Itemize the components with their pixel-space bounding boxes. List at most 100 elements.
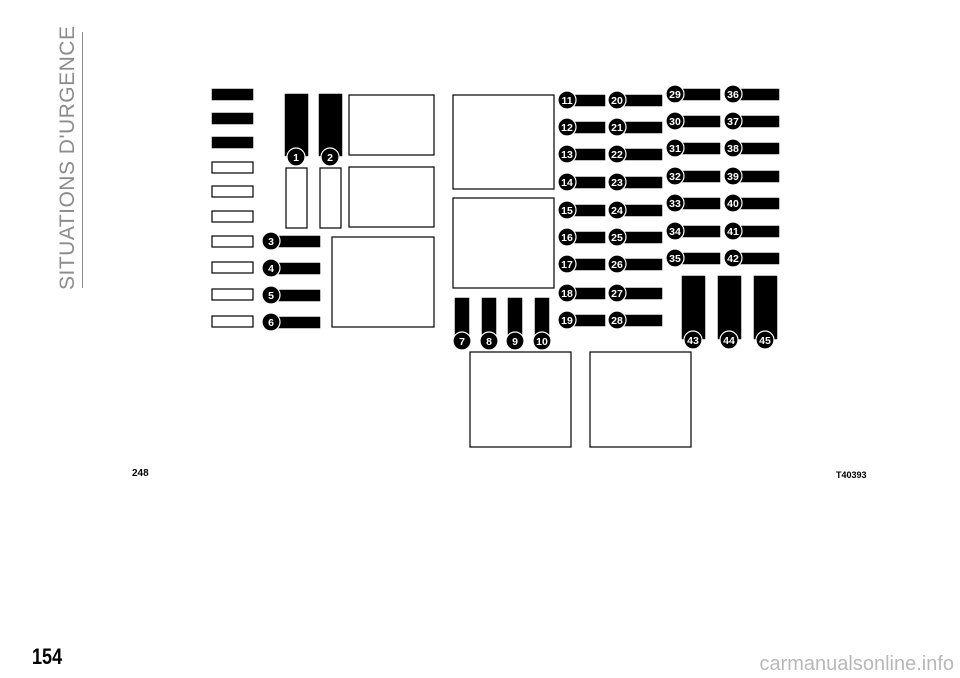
watermark: carmanualsonline.info [759, 653, 954, 675]
fuse-number: 12 [561, 122, 573, 134]
fuse-number-badge: 9 [505, 331, 525, 351]
fuse-number-badge: 3 [261, 231, 281, 251]
fuse-number-badge: 33 [665, 193, 685, 213]
fuse-number-badge: 15 [557, 200, 577, 220]
fuse-number: 8 [486, 336, 492, 348]
fuse-number-badge: 7 [452, 331, 472, 351]
fuse-number-badge: 22 [607, 144, 627, 164]
fuse-number-badge: 26 [607, 254, 627, 274]
relay-box [452, 94, 555, 190]
fuse-number-badge: 25 [607, 227, 627, 247]
fuse-number-badge: 43 [683, 330, 703, 350]
fuse-1 [284, 93, 309, 157]
fuse-number-badge: 12 [557, 117, 577, 137]
fuse-number: 41 [727, 226, 739, 238]
relay-box [469, 351, 572, 448]
fuse-number: 7 [459, 336, 465, 348]
fuse-slot-empty [285, 167, 308, 229]
fuse-number: 23 [611, 177, 623, 189]
fuse-number: 22 [611, 149, 623, 161]
page-number: 154 [32, 644, 63, 669]
fuse-number: 31 [669, 143, 681, 155]
fuse-number-badge: 27 [607, 283, 627, 303]
fuse-number-badge: 42 [723, 248, 743, 268]
fuse-number-badge: 17 [557, 254, 577, 274]
fuse-number: 17 [561, 259, 573, 271]
fuse-number: 20 [611, 95, 623, 107]
fuse-slot-filled [211, 112, 254, 125]
fuse-number-badge: 41 [723, 221, 743, 241]
fuse-number: 35 [669, 253, 681, 265]
fuse-number-badge: 44 [719, 330, 739, 350]
fuse-number-badge: 35 [665, 248, 685, 268]
fuse-number: 16 [561, 232, 573, 244]
fuse-number-badge: 10 [532, 331, 552, 351]
fuse-number-badge: 32 [665, 166, 685, 186]
fuse-slot-empty [211, 185, 254, 198]
fuse-number-badge: 45 [755, 330, 775, 350]
relay-box [348, 94, 435, 156]
figure-code: T40393 [836, 470, 867, 480]
fuse-number: 18 [561, 288, 573, 300]
fuse-43 [681, 275, 706, 340]
fuse-number-badge: 23 [607, 172, 627, 192]
fuse-number: 15 [561, 205, 573, 217]
fuse-number-badge: 38 [723, 138, 743, 158]
fuse-number: 3 [268, 236, 274, 248]
fuse-number-badge: 20 [607, 90, 627, 110]
fuse-number: 30 [669, 116, 681, 128]
fuse-slot-empty [211, 261, 254, 274]
fuse-number-badge: 24 [607, 200, 627, 220]
relay-box [348, 166, 435, 228]
fuse-slot-empty [319, 167, 342, 229]
fuse-number-badge: 4 [261, 258, 281, 278]
fuse-number: 4 [268, 263, 274, 275]
fuse-number-badge: 40 [723, 193, 743, 213]
fuse-number: 2 [327, 152, 333, 164]
fuse-number: 40 [727, 198, 739, 210]
relay-box [331, 236, 435, 328]
fuse-number-badge: 29 [665, 84, 685, 104]
side-rule [82, 32, 83, 288]
fuse-number: 27 [611, 288, 623, 300]
fuse-number-badge: 21 [607, 117, 627, 137]
fuse-number-badge: 1 [286, 147, 306, 167]
fuse-slot-empty [211, 288, 254, 301]
fuse-number: 38 [727, 143, 739, 155]
fuse-slot-empty [211, 235, 254, 248]
fuse-number-badge: 8 [479, 331, 499, 351]
fuse-number: 37 [727, 116, 739, 128]
fuse-number: 32 [669, 171, 681, 183]
fuse-slot-filled [211, 88, 254, 101]
fuse-number: 5 [268, 290, 274, 302]
fuse-number: 28 [611, 315, 623, 327]
fuse-number: 24 [611, 205, 623, 217]
fuse-number: 34 [669, 226, 681, 238]
fuse-number: 9 [512, 336, 518, 348]
fuse-number: 6 [268, 317, 274, 329]
fuse-number-badge: 18 [557, 283, 577, 303]
fuse-number: 39 [727, 171, 739, 183]
fuse-number: 45 [759, 335, 771, 347]
fuse-slot-empty [211, 210, 254, 223]
fuse-44 [717, 275, 742, 340]
fuse-number: 33 [669, 198, 681, 210]
fuse-number: 43 [687, 335, 699, 347]
fuse-number: 26 [611, 259, 623, 271]
fuse-slot-filled [211, 136, 254, 149]
relay-box [452, 197, 555, 289]
fuse-number-badge: 39 [723, 166, 743, 186]
fuse-number-badge: 19 [557, 310, 577, 330]
fuse-number-badge: 13 [557, 144, 577, 164]
figure-number: 248 [132, 468, 149, 479]
relay-box [589, 351, 692, 448]
fuse-number-badge: 2 [320, 147, 340, 167]
fuse-number: 10 [536, 336, 548, 348]
fuse-number: 21 [611, 122, 623, 134]
fuse-number: 11 [561, 95, 572, 107]
fuse-number: 13 [561, 149, 573, 161]
fuse-number: 25 [611, 232, 623, 244]
fuse-number-badge: 36 [723, 84, 743, 104]
fuse-number: 19 [561, 315, 573, 327]
fuse-number-badge: 6 [261, 312, 281, 332]
